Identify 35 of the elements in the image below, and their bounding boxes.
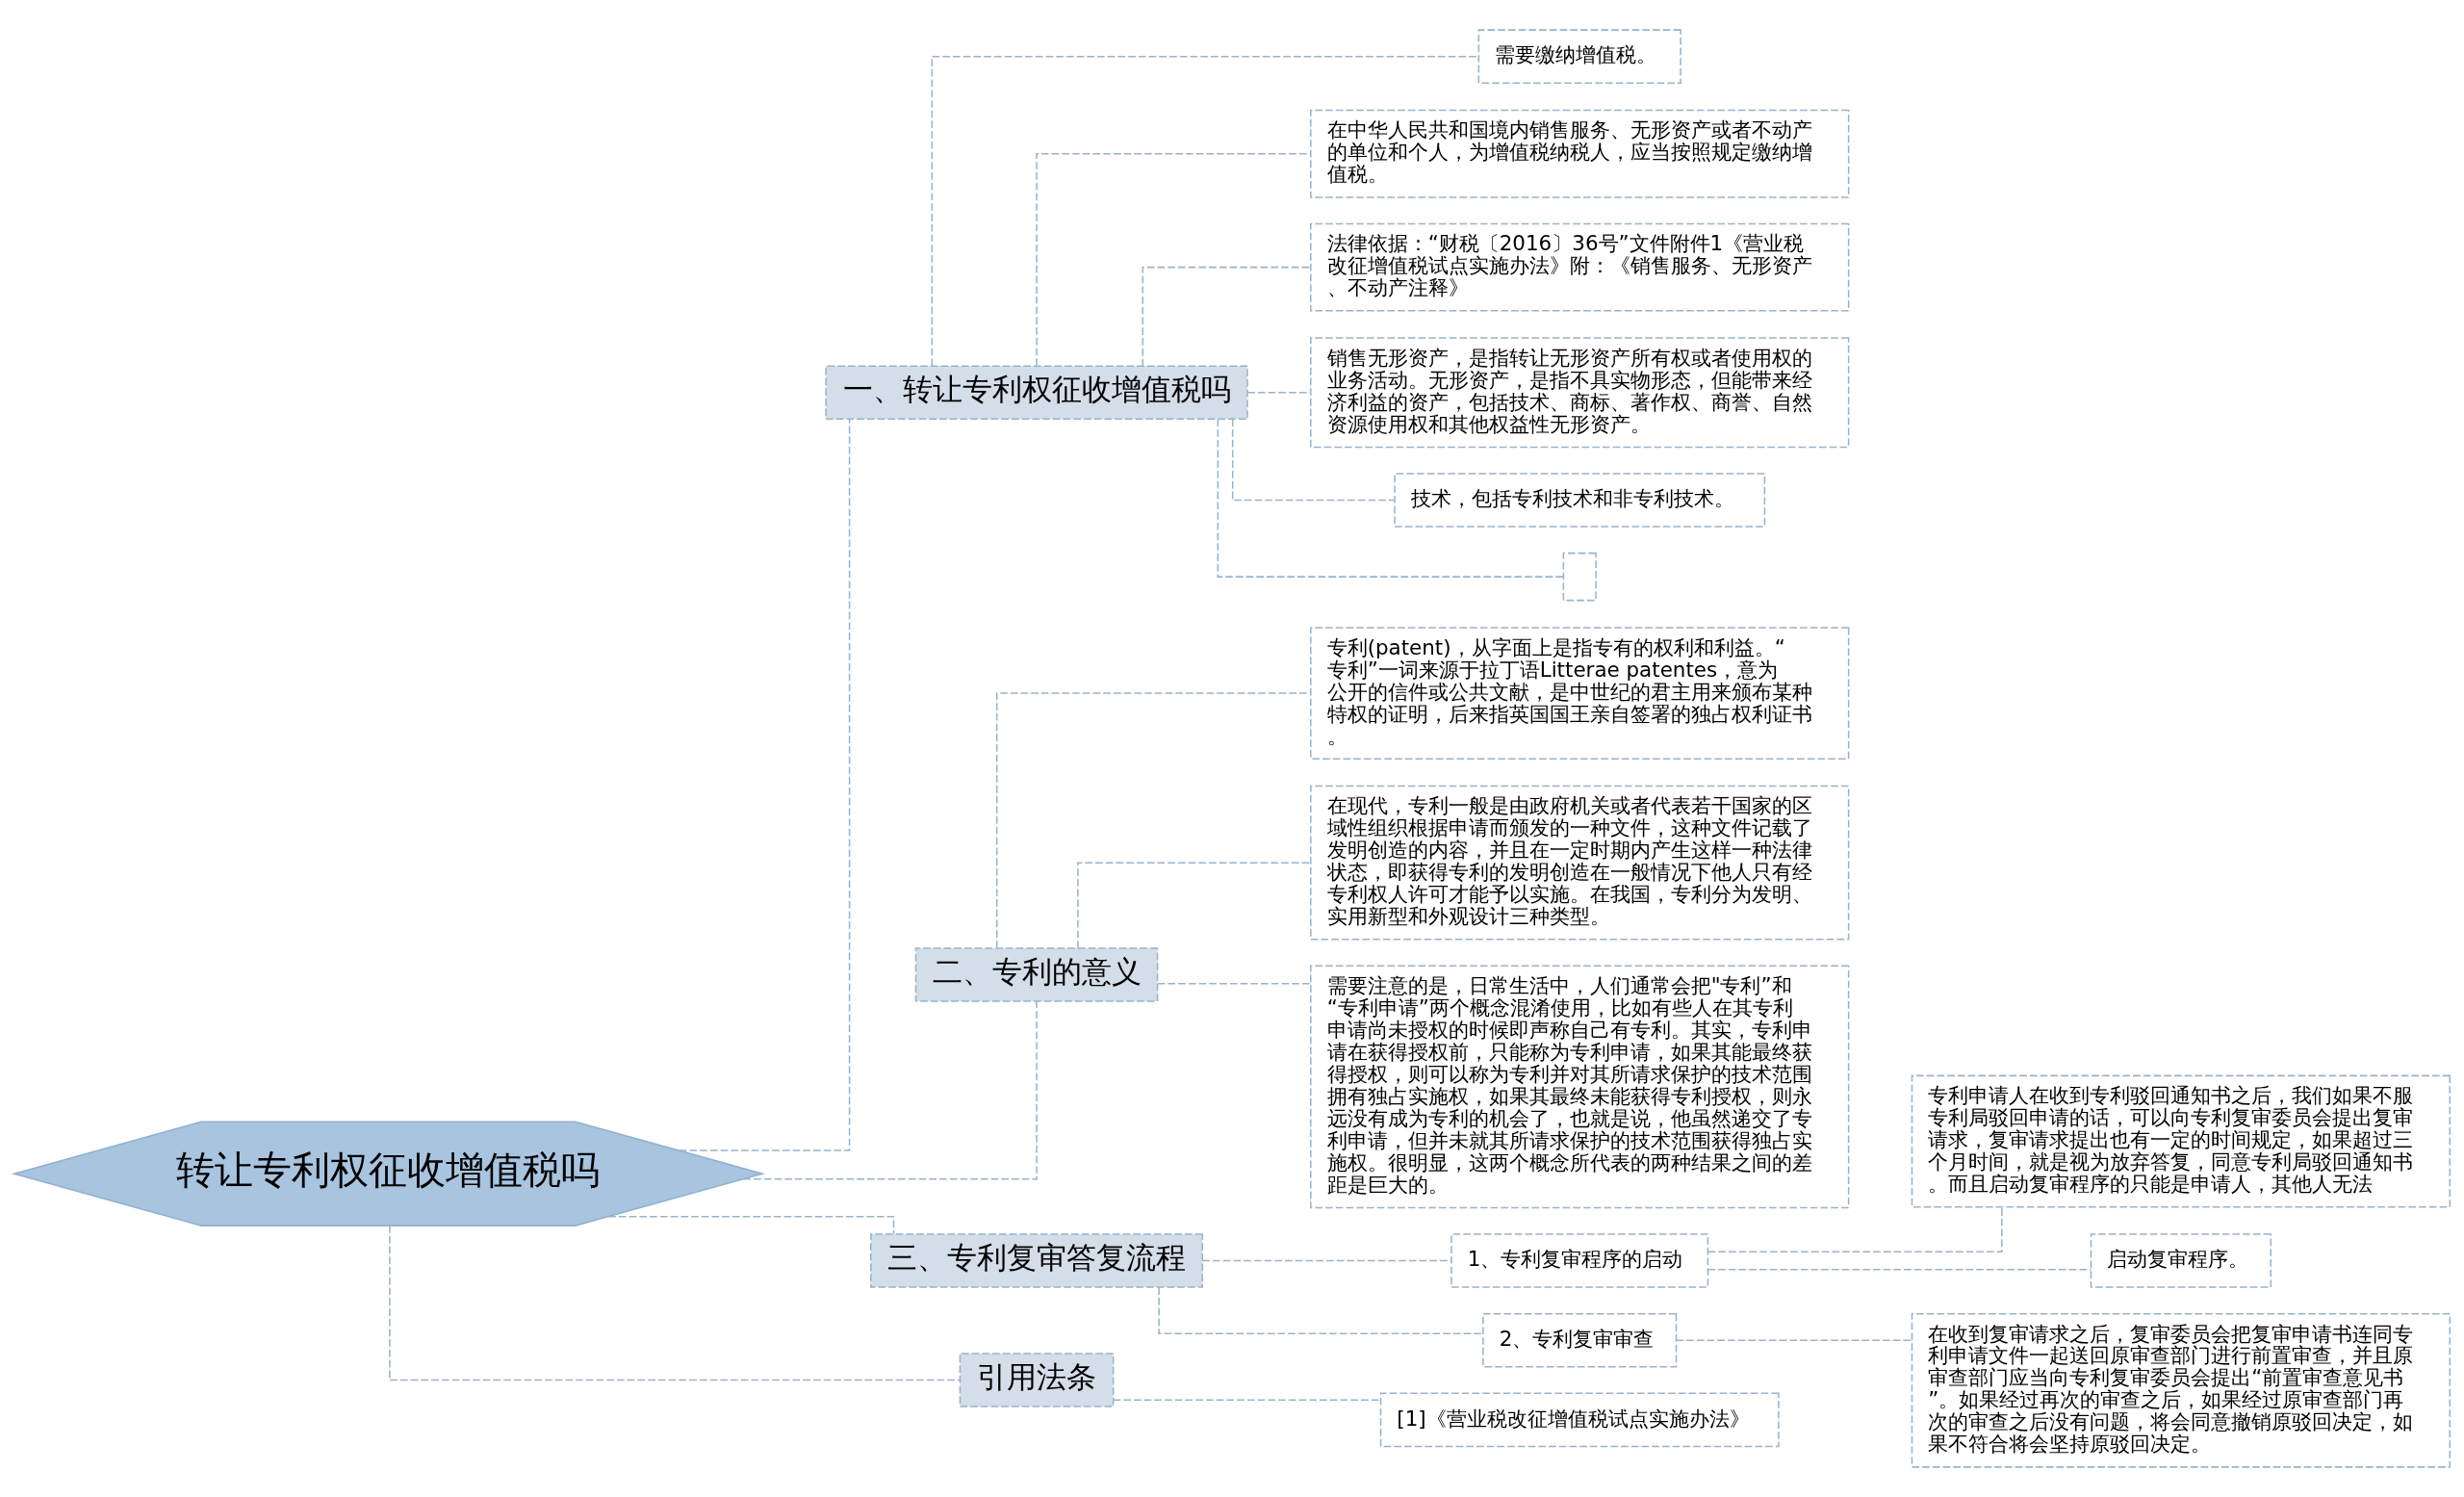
connector — [1036, 152, 1312, 367]
connector — [931, 55, 1479, 367]
connector — [1142, 266, 1312, 367]
node-box — [1562, 552, 1597, 602]
node-box: 需要缴纳增值税。 — [1477, 29, 1681, 84]
node-box: 二、专利的意义 — [914, 947, 1159, 1002]
node-box: 专利申请人在收到专利驳回通知书之后，我们如果不服专利局驳回申请的话，可以向专利复审委员会提出复审请求，复审请求提出也有一定的时间规定，如果超过三个月时间，就是视为放弃答复，同意专利局驳回通知书。而且启动复审程序的只能是申请人，其他人无法 — [1911, 1074, 2451, 1208]
node-box: 销售无形资产，是指转让无形资产所有权或者使用权的业务活动。无形资产，是指不具实物形态，但能带来经济利益的资产，包括技术、商标、著作权、商誉、自然资源使用权和其他权益性无形资产。 — [1310, 337, 1850, 449]
node-box: 在中华人民共和国境内销售服务、无形资产或者不动产的单位和个人，为增值税纳税人，应当按照规定缴纳增值税。 — [1310, 109, 1850, 198]
node-box: [1]《营业税改征增值税试点实施办法》 — [1379, 1392, 1780, 1448]
node-box: 三、专利复审答复流程 — [870, 1233, 1204, 1288]
connector — [1231, 418, 1396, 502]
node-box: 需要注意的是，日常生活中，人们通常会把"专利”和“专利申请”两个概念混淆使用，比如有些人在其专利申请尚未授权的时候即声称自己有专利。其实，专利申请在获得授权前，只能称为专利申请，如果其能最终获得授权，则可以称为专利并对其所请求保护的技术范围拥有独占实施权，如果其最终未能获得专利授权，则永远没有成为专利的机会了，也就是说，他虽然递交了专利申请，但并未就其所请求保护的技术范围获得独占实施权。很明显，这两个概念所代表的两种结果之间的差距是巨大的。 — [1310, 965, 1850, 1209]
connector — [389, 1225, 962, 1381]
node-box: 2、专利复审审查 — [1482, 1312, 1678, 1368]
connector — [1077, 862, 1312, 949]
node-box: 1、专利复审程序的启动 — [1450, 1233, 1709, 1288]
connector — [995, 692, 1312, 949]
connector — [1201, 1259, 1452, 1262]
connector — [1675, 1339, 1913, 1341]
node-box: 专利(patent)，从字面上是指专有的权利和利益。“专利”一词来源于拉丁语Litterae patentes，意为公开的信件或公共文献，是中世纪的君主用来颁布某种特权的证明，后来指英国国王亲自签署的独占权利证书。 — [1310, 627, 1850, 760]
connector — [1157, 982, 1312, 985]
node-box: 技术，包括专利技术和非专利技术。 — [1394, 473, 1766, 528]
node-box: 引用法条 — [959, 1353, 1115, 1407]
connector — [1158, 1286, 1484, 1335]
connector — [1217, 418, 1564, 578]
connector — [1707, 1206, 2003, 1253]
node-box: 启动复审程序。 — [2090, 1233, 2272, 1288]
node-box: 一、转让专利权征收增值税吗 — [825, 365, 1248, 421]
node-box: 法律依据：“财税〔2016〕36号”文件附件1《营业税改征增值税试点实施办法》附：《销售服务、无形资产、不动产注释》 — [1310, 222, 1850, 312]
connector — [678, 418, 851, 1151]
node-box: 在现代，专利一般是由政府机关或者代表若干国家的区域性组织根据申请而颁发的一种文件，这种文件记载了发明创造的内容，并且在一定时期内产生这样一种法律状态，即获得专利的发明创造在一般情况下他人只有经专利权人许可才能予以实施。在我国，专利分为发明、实用新型和外观设计三种类型。 — [1310, 785, 1850, 941]
connector — [742, 1000, 1038, 1180]
node-box: 在收到复审请求之后，复审委员会把复审申请书连同专利申请文件一起送回原审查部门进行前置审查，并且原审查部门应当向专利复审委员会提出“前置审查意见书”。如果经过再次的审查之后，如果经过原审查部门再次的审查之后没有问题，将会同意撤销原驳回决定，如果不符合将会坚持原驳回决定。 — [1911, 1312, 2451, 1468]
connector — [1707, 1268, 2092, 1271]
